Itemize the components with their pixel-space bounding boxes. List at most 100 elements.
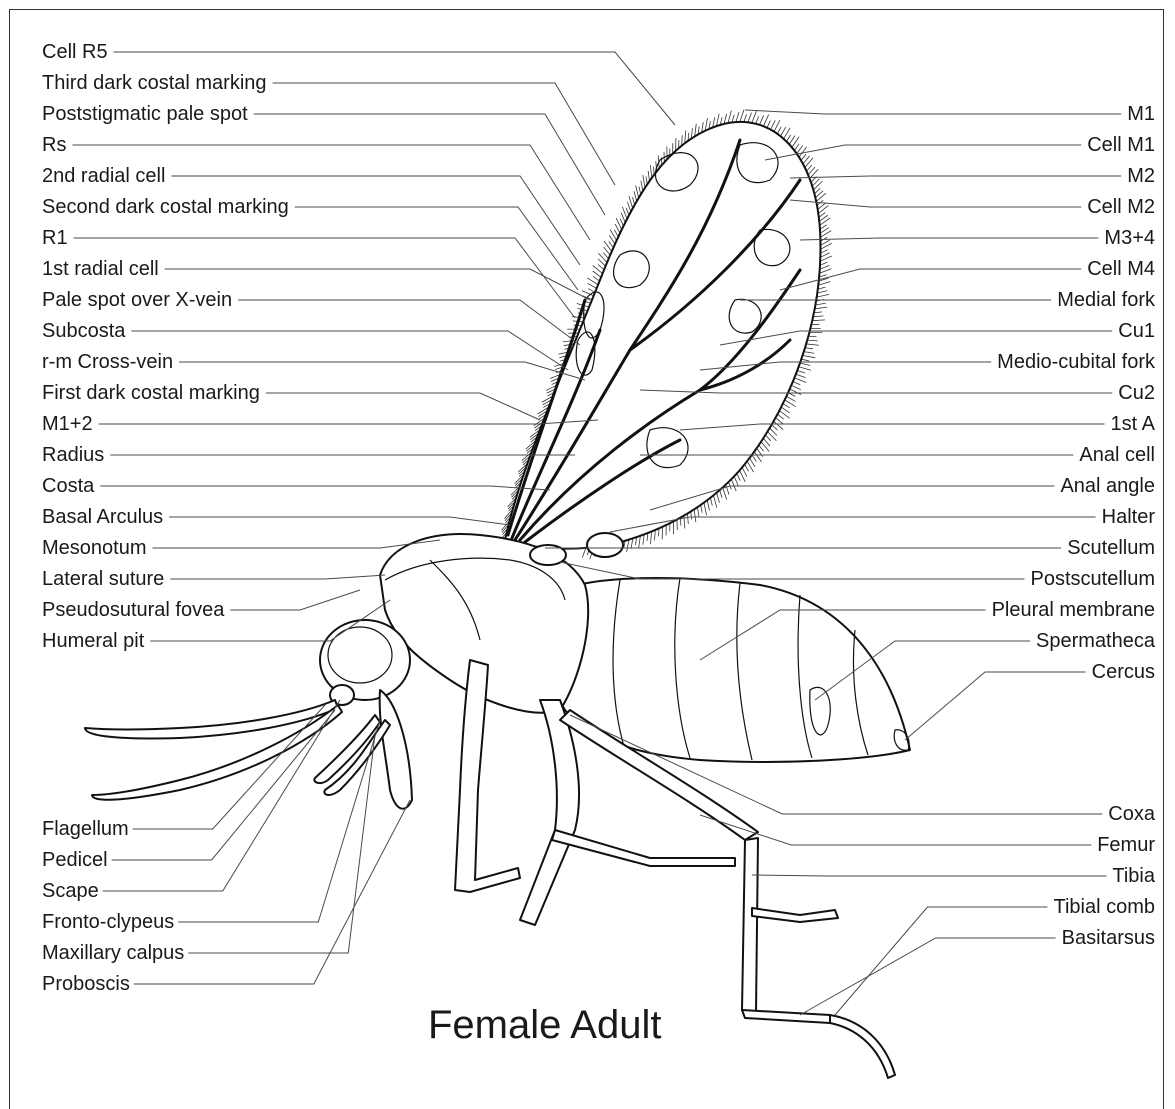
label-cu2: Cu2 — [1118, 382, 1155, 404]
leader-m3-4 — [800, 238, 1098, 240]
wing-hair — [636, 185, 639, 197]
label-scape: Scape — [42, 880, 99, 902]
wing-hair — [737, 473, 740, 480]
wing-hair — [817, 294, 829, 297]
label-m1: M1 — [1127, 103, 1155, 125]
label-m2: M2 — [1127, 165, 1155, 187]
hind-leg-tibia — [742, 838, 758, 1012]
leader-m1-2 — [99, 420, 598, 424]
wing-hair — [723, 487, 727, 499]
wing-hair — [777, 414, 783, 419]
wing-hair — [748, 113, 752, 123]
wing-hair — [818, 282, 830, 286]
wing-hair — [614, 230, 618, 237]
wing-hair — [797, 370, 805, 372]
wing-hair — [650, 532, 651, 545]
label-pleural-membrane: Pleural membrane — [992, 599, 1155, 621]
wing-hair — [759, 445, 764, 451]
wing-hair — [820, 253, 829, 258]
wing-hair — [815, 303, 825, 305]
wing-hair — [772, 425, 778, 430]
middle-leg — [520, 700, 579, 925]
wing-hair — [794, 378, 806, 383]
label-proboscis: Proboscis — [42, 973, 130, 995]
label-cu1: Cu1 — [1118, 320, 1155, 342]
maxillary-palpus — [324, 720, 390, 795]
wing-hair — [791, 385, 800, 389]
label-radius: Radius — [42, 444, 104, 466]
leader-halter — [610, 517, 1096, 532]
wing-hair — [813, 316, 823, 317]
wing-hair — [593, 271, 601, 277]
label-cell-r5: Cell R5 — [42, 41, 108, 63]
wing-hair — [604, 241, 612, 251]
label-costa: Costa — [42, 475, 95, 497]
wing-hair — [588, 289, 595, 293]
leader-postscutellum — [560, 562, 1025, 579]
hind-leg-basitarsus — [742, 1010, 830, 1023]
wing-hair — [694, 509, 696, 522]
wing-hair — [800, 363, 810, 366]
leader-basitarsus — [800, 938, 1056, 1015]
label-cell-m1: Cell M1 — [1087, 134, 1155, 156]
label-scutellum: Scutellum — [1067, 537, 1155, 559]
label-pale-spot-over-x-vein: Pale spot over X-vein — [42, 289, 232, 311]
label-r-m-cross-vein: r-m Cross-vein — [42, 351, 173, 373]
wing-hair — [648, 171, 649, 181]
fronto-clypeus — [380, 690, 412, 809]
label-anal-angle: Anal angle — [1060, 475, 1155, 497]
label-r1: R1 — [42, 227, 68, 249]
leader-third-dark-costal-marking — [273, 83, 615, 185]
wing-hair — [786, 396, 795, 401]
wing-hair — [790, 389, 801, 395]
wing-hair — [742, 467, 747, 476]
wing-hair — [655, 530, 656, 540]
wing-hair — [803, 355, 816, 357]
wing-hair — [794, 144, 799, 151]
wing-hair — [805, 348, 813, 349]
label-pedicel: Pedicel — [42, 849, 108, 871]
leader-cell-m2 — [790, 200, 1081, 207]
halter — [587, 533, 623, 557]
wing-hair — [752, 111, 757, 123]
label-cell-m2: Cell M2 — [1087, 196, 1155, 218]
label-m1-2: M1+2 — [42, 413, 93, 435]
wing-hair — [627, 540, 629, 553]
leader-2nd-radial-cell — [171, 176, 580, 265]
wing-hair — [776, 418, 784, 425]
wing-hair — [639, 536, 641, 549]
wing-hair — [734, 476, 738, 486]
wing-hair — [783, 403, 790, 407]
wing-hair — [598, 264, 604, 269]
label-fronto-clypeus: Fronto-clypeus — [42, 911, 174, 933]
wing-hair — [820, 250, 827, 254]
label-rs: Rs — [42, 134, 66, 156]
wing-hair — [609, 241, 614, 248]
second-hind-tarsus — [752, 908, 838, 922]
wing-hair — [716, 114, 719, 126]
wing-hair — [818, 206, 828, 214]
wing-hair — [707, 500, 709, 510]
leader-pseudosutural-fovea — [230, 590, 360, 610]
wing-hair — [819, 213, 825, 218]
wing-hair — [819, 269, 831, 274]
wing-hair — [813, 181, 822, 190]
wing-hair — [621, 213, 625, 223]
wing-hair — [697, 507, 699, 517]
label-pseudosutural-fovea: Pseudosutural fovea — [42, 599, 225, 621]
leader-cell-m1 — [765, 145, 1081, 160]
wing-hair — [756, 116, 759, 123]
label-first-dark-costal-marking: First dark costal marking — [42, 382, 260, 404]
wing-hair — [805, 158, 813, 168]
wing-hair — [691, 512, 692, 520]
wing-hair — [752, 455, 756, 462]
wing-hair — [781, 407, 790, 413]
wing-hair — [807, 340, 817, 341]
wing-hair — [763, 115, 768, 127]
label-basitarsus: Basitarsus — [1062, 927, 1155, 949]
wing-hair — [603, 253, 608, 259]
wing-hair — [820, 225, 827, 229]
wing-hair — [650, 165, 652, 178]
leader-costa — [100, 486, 550, 490]
